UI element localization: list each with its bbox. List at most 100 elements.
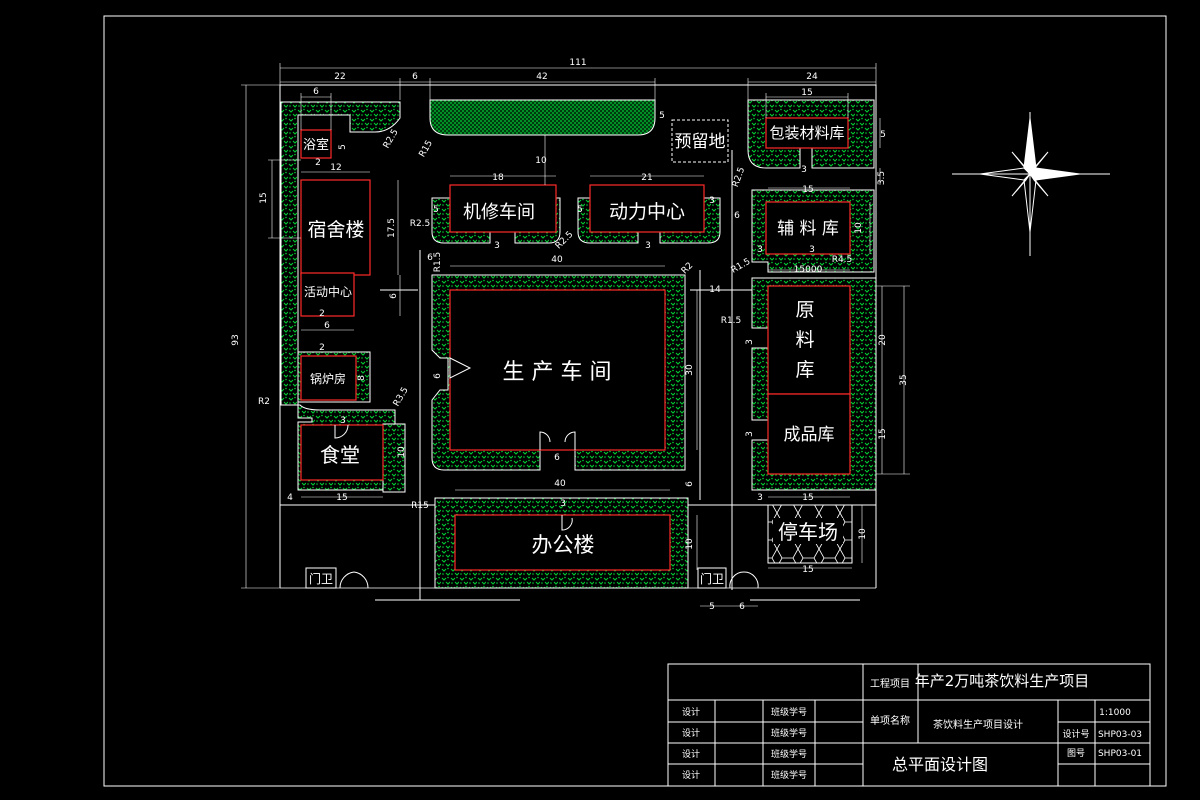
boiler-room-building[interactable] bbox=[300, 355, 357, 401]
dim-production-door: 6 bbox=[433, 373, 443, 379]
dim-bath-inset: 2 bbox=[315, 158, 321, 168]
finished-goods-store-building[interactable] bbox=[767, 393, 851, 475]
dim-r25-b: R2.5 bbox=[410, 219, 431, 229]
raw-material-label-3: 库 bbox=[795, 359, 814, 381]
signoff-class-4: 班级学号 bbox=[771, 769, 807, 781]
title-drawing-no: SHP03-01 bbox=[1098, 749, 1142, 759]
signoff-role-3: 设计 bbox=[682, 748, 700, 760]
gate-house-west-label: 门卫 bbox=[309, 571, 333, 586]
dimension-lines bbox=[241, 63, 910, 607]
signoff-role-4: 设计 bbox=[682, 769, 700, 781]
dim-package-height: 5 bbox=[880, 130, 886, 140]
dim-machine-6: 6 bbox=[427, 253, 433, 263]
title-scale: 1:1000 bbox=[1099, 708, 1131, 718]
raw-material-label-1: 原 bbox=[795, 299, 814, 321]
bath-building[interactable] bbox=[300, 129, 332, 159]
east-gate-icon bbox=[729, 571, 759, 589]
dim-raw-3: 3 bbox=[745, 339, 755, 345]
dim-parking-width: 15 bbox=[802, 565, 813, 575]
production-south-door-icon bbox=[539, 431, 576, 450]
signoff-role-2: 设计 bbox=[682, 727, 700, 739]
production-hall-label: 生 产 车 间 bbox=[503, 360, 612, 385]
title-unit-label: 单项名称 bbox=[870, 714, 910, 727]
dim-right-width: 24 bbox=[806, 72, 818, 82]
bath-label: 浴室 bbox=[303, 137, 329, 153]
dim-power-5: 5 bbox=[577, 205, 583, 215]
dim-mid-5: 5 bbox=[659, 111, 665, 121]
title-drawing-no-label: 图号 bbox=[1067, 748, 1085, 759]
dim-bath-height: 5 bbox=[338, 144, 348, 150]
aux-store-building[interactable] bbox=[765, 201, 851, 255]
reserved-land[interactable] bbox=[671, 119, 729, 163]
parking-label-bg bbox=[773, 518, 843, 544]
dim-power-width: 21 bbox=[641, 173, 652, 183]
aux-store-label: 辅 料 库 bbox=[777, 219, 839, 239]
dim-machine-width: 18 bbox=[492, 173, 504, 183]
dim-r15-d: R1.5 bbox=[721, 316, 742, 326]
office-label: 办公楼 bbox=[532, 533, 595, 557]
dim-left-width: 22 bbox=[334, 72, 345, 82]
dim-power-3b: 3 bbox=[709, 196, 715, 206]
activity-center-building[interactable] bbox=[300, 272, 355, 317]
west-gate-icon bbox=[339, 571, 369, 589]
gate-house-west[interactable] bbox=[305, 567, 337, 589]
dim-parking-height: 10 bbox=[858, 528, 868, 540]
dim-right-3: 3 bbox=[757, 493, 763, 503]
dorm-building[interactable] bbox=[300, 179, 371, 276]
dim-canteen-width: 15 bbox=[336, 493, 347, 503]
dim-production-14: 14 bbox=[709, 285, 721, 295]
dim-total-height: 93 bbox=[231, 334, 241, 345]
dim-aux-3b: 3 bbox=[809, 245, 815, 255]
dim-canteen-inset: 3 bbox=[340, 416, 346, 426]
dim-r2: R2 bbox=[258, 397, 270, 407]
gate-house-east[interactable] bbox=[697, 567, 727, 589]
dim-office-width: 40 bbox=[554, 479, 566, 489]
dim-production-height: 30 bbox=[685, 364, 695, 376]
activity-center-label: 活动中心 bbox=[304, 284, 352, 299]
package-store-building[interactable] bbox=[765, 117, 849, 149]
title-block bbox=[667, 663, 1151, 787]
dim-mid-width: 42 bbox=[536, 72, 547, 82]
dim-package-width: 15 bbox=[801, 88, 812, 98]
gate-house-east-label: 门卫 bbox=[700, 571, 724, 586]
power-center-building[interactable] bbox=[589, 184, 705, 233]
dim-dorm-width: 12 bbox=[330, 163, 341, 173]
dim-gate-6: 6 bbox=[739, 602, 745, 612]
dim-power-6: 6 bbox=[734, 211, 740, 221]
canteen-door-icon bbox=[334, 424, 349, 439]
title-unit-value: 茶饮料生产项目设计 bbox=[933, 718, 1023, 731]
signoff-class-1: 班级学号 bbox=[771, 706, 807, 718]
dim-aux-35: 3.5 bbox=[877, 171, 887, 185]
dim-aux-3a: 3 bbox=[757, 245, 763, 255]
dim-bath-width: 6 bbox=[313, 87, 319, 97]
dim-office-3: 3 bbox=[560, 499, 566, 509]
dim-activity-inset: 2 bbox=[319, 309, 325, 319]
raw-material-store-building[interactable] bbox=[767, 285, 851, 395]
dim-dorm-height: 15 bbox=[259, 192, 269, 203]
dim-boiler-inset: 2 bbox=[319, 343, 325, 353]
reserved-land-label: 预留地 bbox=[675, 132, 726, 152]
dim-package-3: 3 bbox=[801, 165, 807, 175]
drawing-frame bbox=[103, 15, 1167, 787]
title-drawing-title: 总平面设计图 bbox=[892, 755, 988, 774]
dim-activity-width: 6 bbox=[324, 321, 330, 331]
dim-machine-3: 3 bbox=[494, 241, 500, 251]
dim-r25-a: R2.5 bbox=[382, 128, 401, 151]
signoff-class-3: 班级学号 bbox=[771, 748, 807, 760]
dim-finished-height: 15 bbox=[878, 428, 888, 439]
dim-production-6: 6 bbox=[554, 453, 560, 463]
dim-gate-5: 5 bbox=[709, 602, 715, 612]
production-west-door-icon bbox=[449, 357, 472, 379]
signoff-class-2: 班级学号 bbox=[771, 727, 807, 739]
machine-shop-building[interactable] bbox=[449, 184, 557, 233]
title-project-value: 年产2万吨茶饮料生产项目 bbox=[915, 672, 1090, 690]
dim-boiler-height: 8 bbox=[357, 375, 367, 381]
title-design-no-label: 设计号 bbox=[1062, 728, 1089, 740]
dim-r35: R3.5 bbox=[392, 386, 411, 409]
dim-aux-width: 15 bbox=[802, 185, 813, 195]
canteen-label: 食堂 bbox=[320, 443, 360, 467]
dim-production-6b: 6 bbox=[685, 481, 695, 487]
canteen-building[interactable] bbox=[300, 424, 384, 481]
dim-r15-a: R15 bbox=[418, 139, 436, 159]
